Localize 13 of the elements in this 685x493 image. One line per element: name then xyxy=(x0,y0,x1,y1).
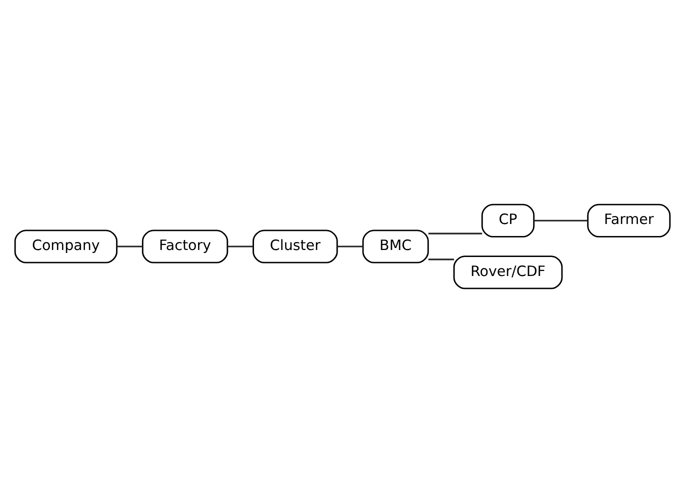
node-box: Factory xyxy=(142,230,228,264)
connector xyxy=(428,232,482,234)
node-box: Rover/CDF xyxy=(453,256,563,290)
node-box: BMC xyxy=(362,230,429,264)
connector xyxy=(116,246,143,248)
node-box: Farmer xyxy=(587,204,671,238)
connector xyxy=(228,246,254,248)
node-box: CP xyxy=(481,204,535,238)
node-box: Company xyxy=(14,230,118,264)
connector xyxy=(428,258,454,260)
node-box: Cluster xyxy=(252,230,338,264)
connector xyxy=(337,246,363,248)
connector xyxy=(534,220,588,222)
